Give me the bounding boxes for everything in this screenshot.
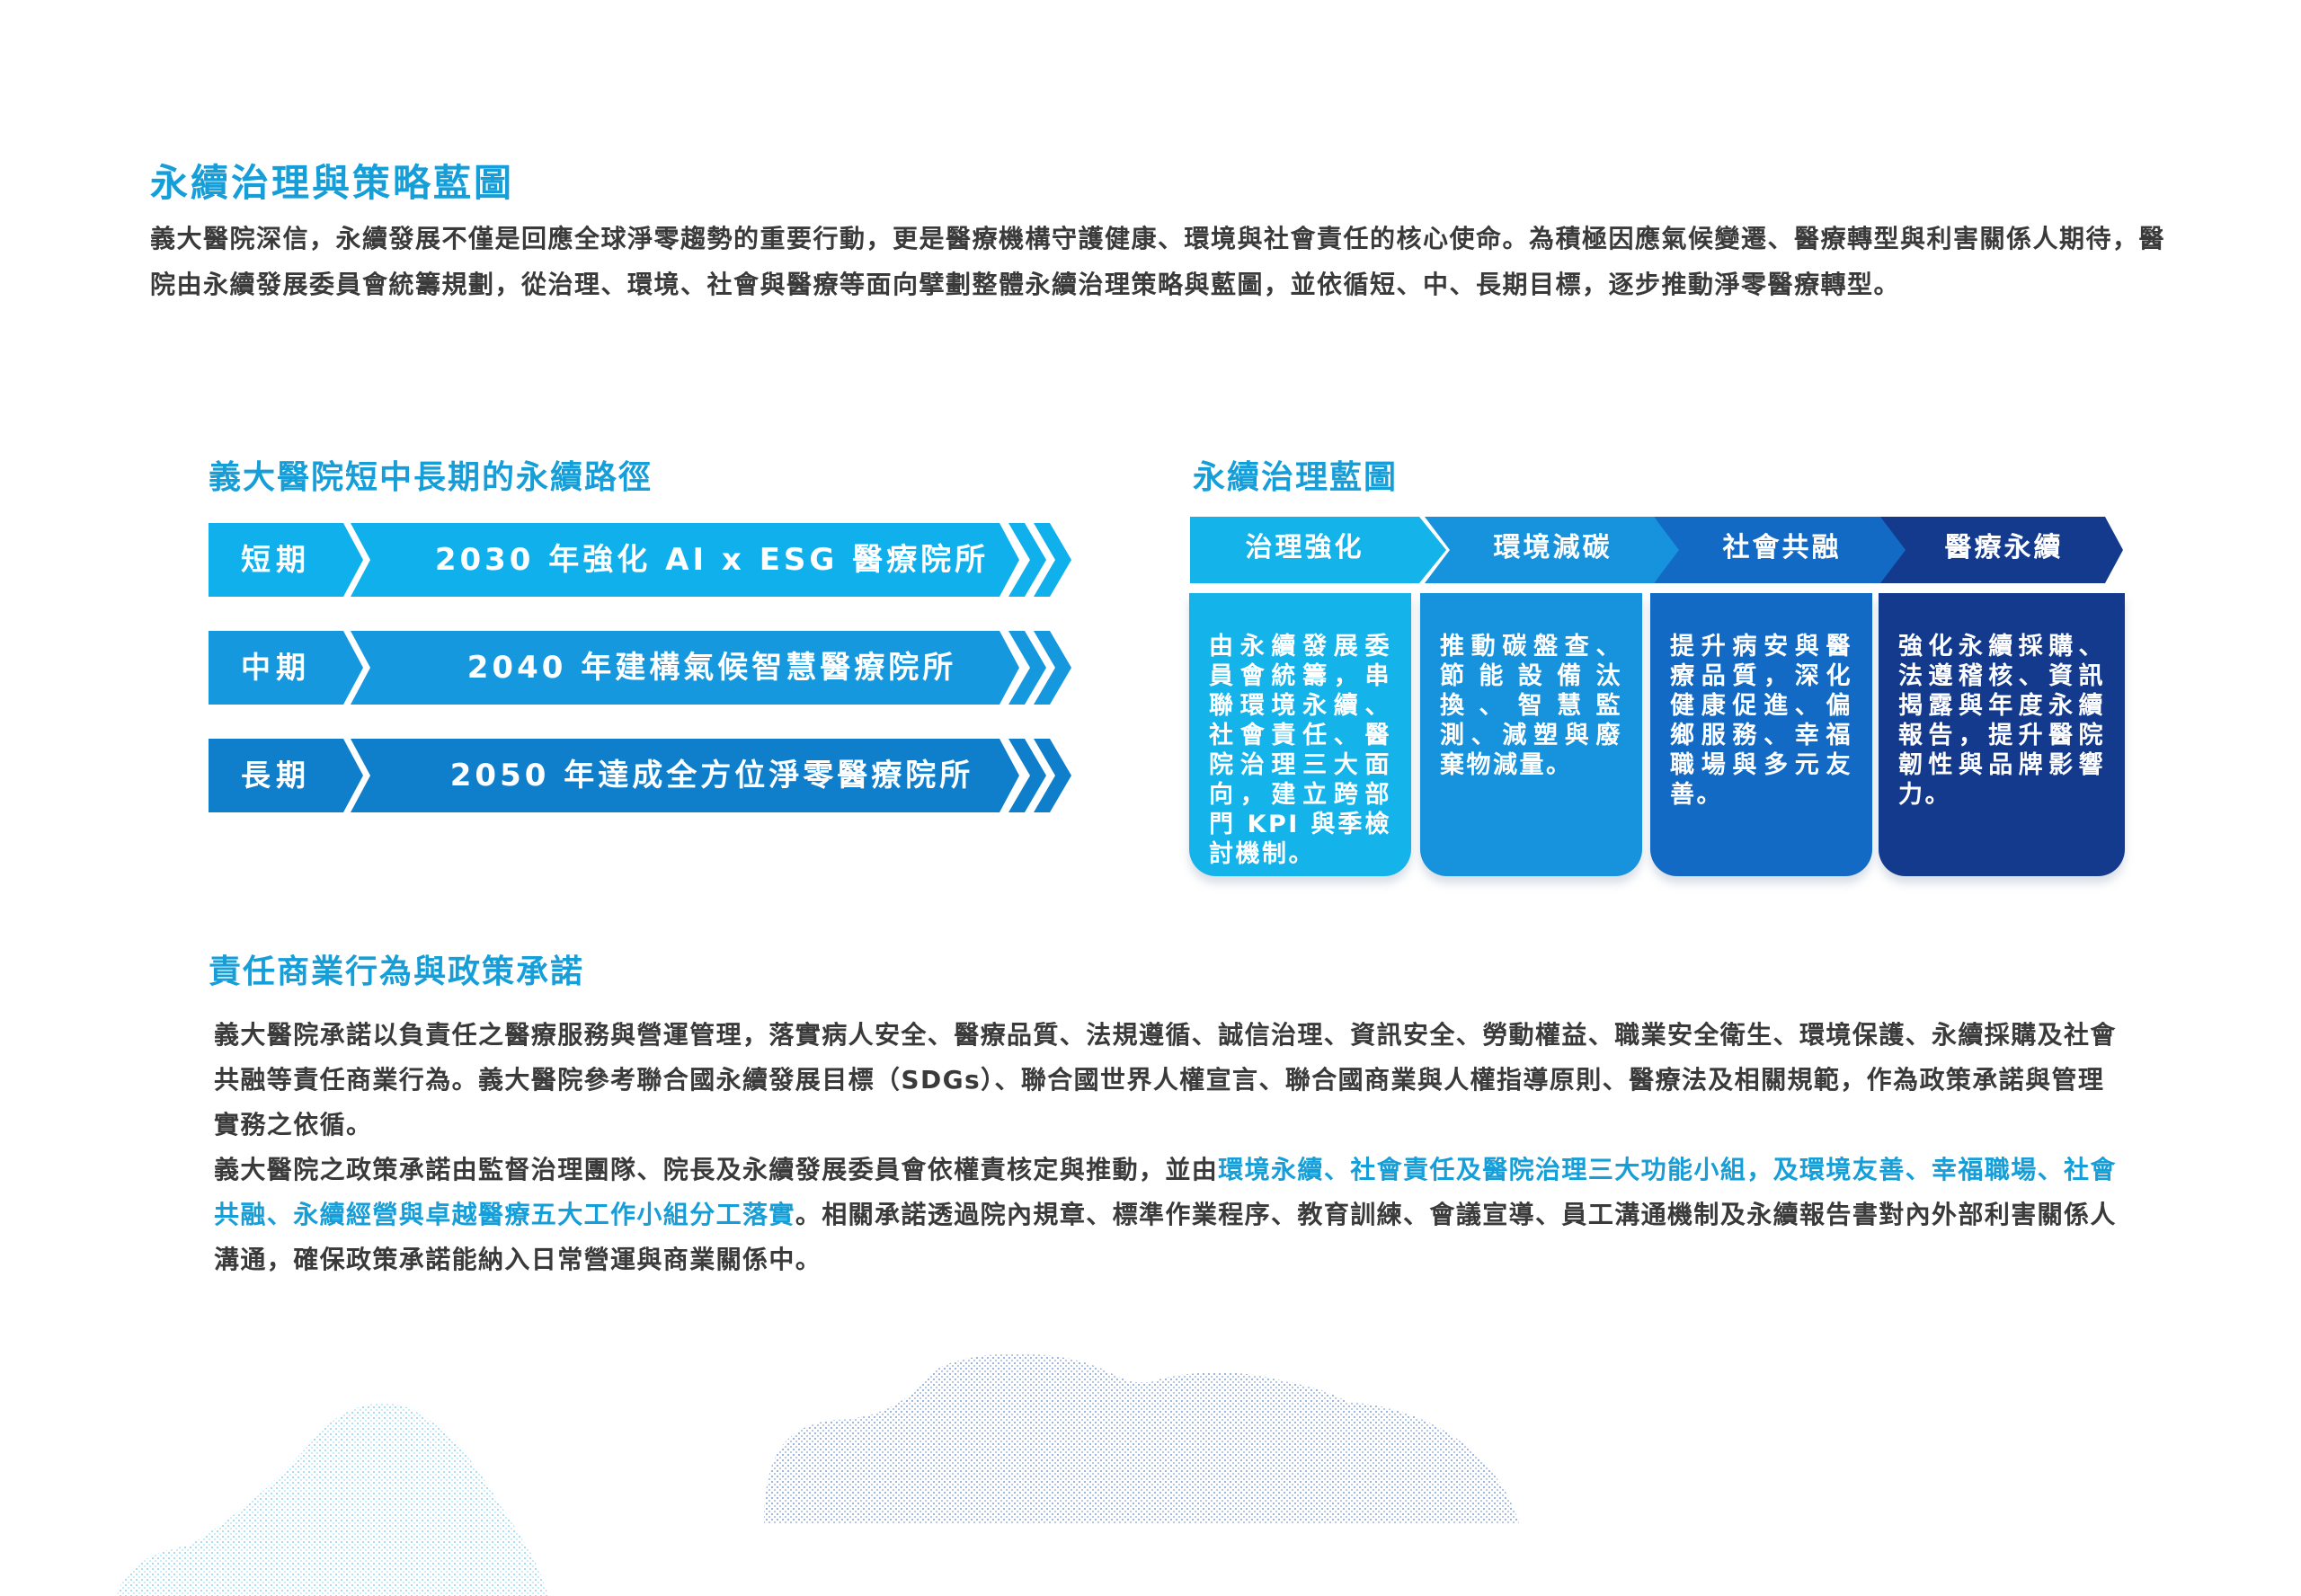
blueprint-card-environment: 推動碳盤查、節能設備汰換、智慧監測、減塑與廢棄物減量。 — [1420, 593, 1642, 876]
path-title: 義大醫院短中長期的永續路徑 — [209, 459, 653, 496]
path-row-mid-arrow-shape — [209, 631, 1071, 705]
decorative-hills-illustration — [117, 1353, 1519, 1596]
intro-paragraph: 義大醫院深信，永續發展不僅是回應全球淨零趨勢的重要行動，更是醫療機構守護健康、環… — [150, 224, 2166, 299]
blueprint-head-governance-label: 治理強化 — [1245, 532, 1364, 563]
policy-highlight: 環境永續、社會責任及醫院治理三大功能小組，及環境友善、幸福職場、社會共融、永續經… — [214, 1155, 2117, 1229]
policy-paragraph-1: 義大醫院承諾以負責任之醫療服務與營運管理，落實病人安全、醫療品質、法規遵循、誠信… — [214, 1020, 2117, 1139]
path-row-mid: 中期 2040 年建構氣候智慧醫療院所 — [209, 631, 1089, 705]
path-row-short-text: 2030 年強化 AI x ESG 醫療院所 — [434, 542, 990, 578]
path-row-long-arrow-shape — [209, 739, 1071, 812]
path-row-short: 短期 2030 年強化 AI x ESG 醫療院所 — [209, 523, 1089, 597]
path-row-short-arrow-shape — [209, 523, 1071, 597]
section-title-governance: 永續治理與策略藍圖 — [150, 161, 515, 205]
policy-paragraph-2-end: 。相關承諾透過院內規章、標準作業程序、教育訓練、會議宣導、員工溝通機制及永續報告… — [214, 1200, 2117, 1274]
path-row-long-label: 長期 — [241, 758, 311, 793]
path-row-long: 長期 2050 年達成全方位淨零醫療院所 — [209, 739, 1089, 812]
section-title-policy: 責任商業行為與政策承諾 — [209, 953, 585, 990]
blueprint-head-governance: 治理強化 — [1190, 517, 1446, 583]
path-row-long-text: 2050 年達成全方位淨零醫療院所 — [449, 758, 974, 794]
blueprint-head-social-label: 社會共融 — [1722, 532, 1842, 563]
policy-paragraph-2-start: 義大醫院之政策承諾由監督治理團隊、院長及永續發展委員會依權責核定與推動，並由 — [214, 1155, 1219, 1184]
path-row-mid-text: 2040 年建構氣候智慧醫療院所 — [466, 650, 957, 686]
blueprint-title: 永續治理藍圖 — [1193, 459, 1399, 496]
path-row-short-label: 短期 — [241, 542, 311, 577]
blueprint-card-social: 提升病安與醫療品質，深化健康促進、偏鄉服務、幸福職場與多元友善。 — [1650, 593, 1872, 876]
blueprint-head-social: 社會共融 — [1654, 517, 1910, 583]
blueprint-card-medical: 強化永續採購、法遵稽核、資訊揭露與年度永續報告，提升醫院韌性與品牌影響力。 — [1879, 593, 2125, 876]
blueprint-head-medical: 醫療永續 — [1880, 517, 2123, 583]
blueprint-head-medical-label: 醫療永續 — [1944, 532, 2064, 563]
blueprint-head-environment: 環境減碳 — [1425, 517, 1681, 583]
blueprint-head-environment-label: 環境減碳 — [1493, 532, 1612, 563]
path-row-mid-label: 中期 — [241, 650, 311, 685]
policy-paragraph-2: 義大醫院之政策承諾由監督治理團隊、院長及永續發展委員會依權責核定與推動，並由環境… — [214, 1148, 2119, 1282]
blueprint-card-governance: 由永續發展委員會統籌，串聯環境永續、社會責任、醫院治理三大面向，建立跨部門 KP… — [1189, 593, 1411, 876]
